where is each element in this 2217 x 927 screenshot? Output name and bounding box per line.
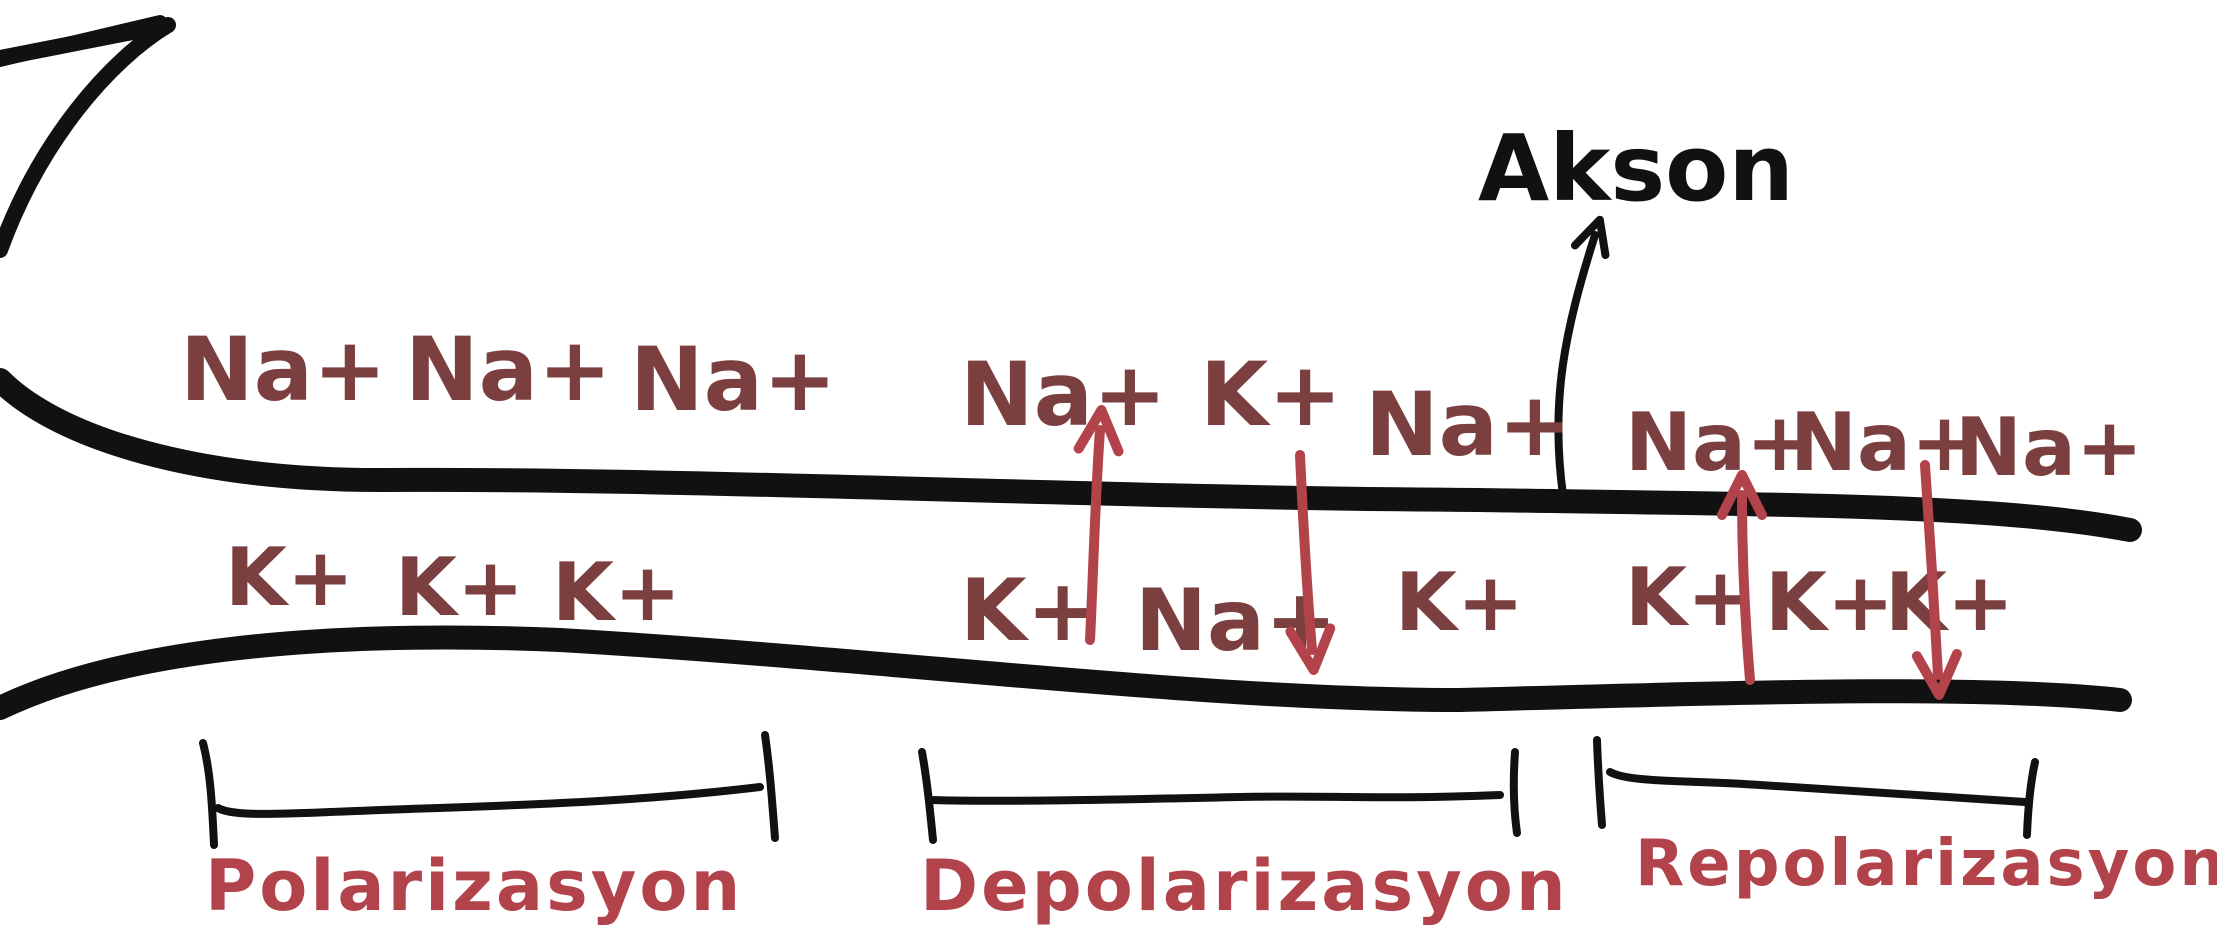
ion-inner-repol-1: K+: [1625, 551, 1754, 644]
phase-label-repolarization: Repolarizasyon: [1635, 827, 2217, 901]
ion-inner-pol-1: K+: [225, 531, 354, 624]
phase-label-polarization: Polarizasyon: [205, 845, 743, 927]
phase-brackets: [199, 731, 2039, 849]
axon-lower-membrane: [0, 625, 2132, 720]
phase-label-depolarization: Depolarizasyon: [920, 845, 1569, 927]
arrow-na-inward-repol: [1717, 470, 1768, 685]
phase-labels: Polarizasyon Depolarizasyon Repolarizasy…: [205, 827, 2217, 927]
ion-inner-depol-3: K+: [1395, 556, 1524, 649]
ion-outer-depol-1: Na+: [960, 343, 1167, 446]
bracket-repolarization: [1593, 736, 2039, 839]
ion-outer-pol-3: Na+: [630, 328, 837, 431]
axon-upper-membrane: [0, 368, 2142, 542]
cell-body-top-edge: [0, 15, 167, 67]
ion-inner-repol-2: K+: [1765, 556, 1894, 649]
inner-ions: K+ K+ K+ K+ Na+ K+ K+ K+ K+: [225, 531, 2014, 671]
ion-inner-repol-3: K+: [1885, 556, 2014, 649]
bracket-polarization: [199, 731, 779, 849]
ion-outer-repol-2: Na+: [1790, 396, 1978, 489]
ion-outer-repol-1: Na+: [1625, 396, 1813, 489]
outer-ions: Na+ Na+ Na+ Na+ K+ Na+ Na+ Na+ Na+: [180, 318, 2143, 494]
arrow-k-outward-depol: [1285, 450, 1336, 675]
ion-outer-pol-1: Na+: [180, 318, 387, 421]
ion-outer-pol-2: Na+: [405, 318, 612, 421]
ion-outer-depol-3: Na+: [1365, 373, 1572, 476]
bracket-depolarization: [918, 748, 1521, 844]
akson-label: Akson: [1478, 115, 1794, 222]
ion-inner-pol-3: K+: [552, 546, 681, 639]
arrow-k-outward-repol: [1911, 460, 1962, 700]
akson-pointer-line: [1554, 215, 1610, 499]
ion-outer-repol-3: Na+: [1955, 401, 2143, 494]
ion-outer-depol-2: K+: [1200, 343, 1342, 446]
ion-flow-arrows: [1073, 405, 1962, 700]
ion-inner-depol-1: K+: [960, 561, 1099, 661]
ion-inner-pol-2: K+: [395, 541, 524, 634]
arrow-na-inward-depol: [1073, 405, 1124, 645]
